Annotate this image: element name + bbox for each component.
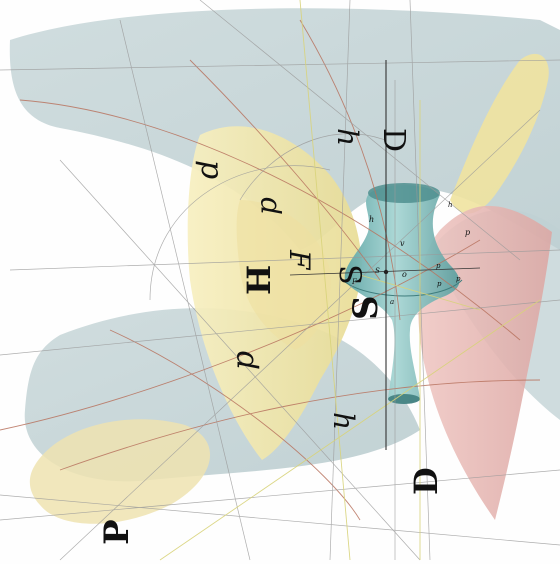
label-top-h: h — [331, 128, 364, 146]
yellow-surface-inner — [236, 200, 331, 350]
label-mid-p: p — [250, 197, 283, 215]
label-big-s-lower: S — [346, 295, 386, 320]
label-f-italic: F — [283, 249, 316, 271]
label-small-v: v — [400, 239, 405, 248]
label-small-a: a — [390, 298, 394, 306]
teal-hyperboloid — [344, 185, 460, 404]
label-small-p4: p — [465, 228, 470, 237]
yellow-surface-upper-right — [450, 53, 549, 214]
blue-surface-top — [9, 8, 560, 251]
label-big-s-upper: S — [335, 264, 370, 285]
label-small-p1: p — [436, 262, 441, 270]
label-top-d: D — [376, 128, 411, 152]
label-big-d: D — [407, 467, 445, 495]
yellow-construction-lines — [159, 0, 541, 561]
label-upper-p: p — [194, 160, 229, 179]
label-small-f: F — [351, 278, 358, 286]
center-point — [383, 269, 389, 275]
label-big-p: P — [97, 519, 137, 545]
teal-bottom-rim — [388, 394, 420, 404]
label-small-h-right: h — [448, 201, 453, 209]
label-small-p2: p — [437, 280, 442, 288]
label-small-o: o — [402, 270, 407, 279]
label-lower-p: p — [226, 351, 261, 370]
label-small-s: S — [375, 267, 380, 275]
label-lower-h: h — [327, 412, 360, 430]
label-big-h: H — [240, 265, 278, 295]
label-small-h-upper: h — [369, 215, 374, 224]
yellow-surface-bottom — [29, 419, 211, 524]
red-construction-lines — [0, 19, 541, 521]
labels: P D H F S S D h p p F p h h v S o F p p … — [97, 128, 470, 545]
label-small-p3: p — [456, 275, 461, 283]
